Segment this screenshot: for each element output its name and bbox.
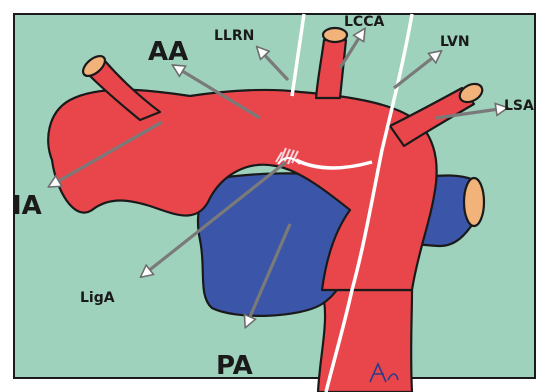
lcca-end [323,28,347,42]
pulmonary-artery-end [464,178,484,226]
label-ia: IA [12,191,42,221]
descending-aorta [318,290,412,392]
label-llrn: LLRN [214,28,254,44]
label-lcca: LCCA [344,14,384,30]
label-lsa: LSA [504,98,534,114]
label-pa: PA [216,351,253,381]
label-lvn: LVN [440,34,470,50]
label-liga: LigA [80,290,115,306]
label-aa: AA [148,37,188,67]
